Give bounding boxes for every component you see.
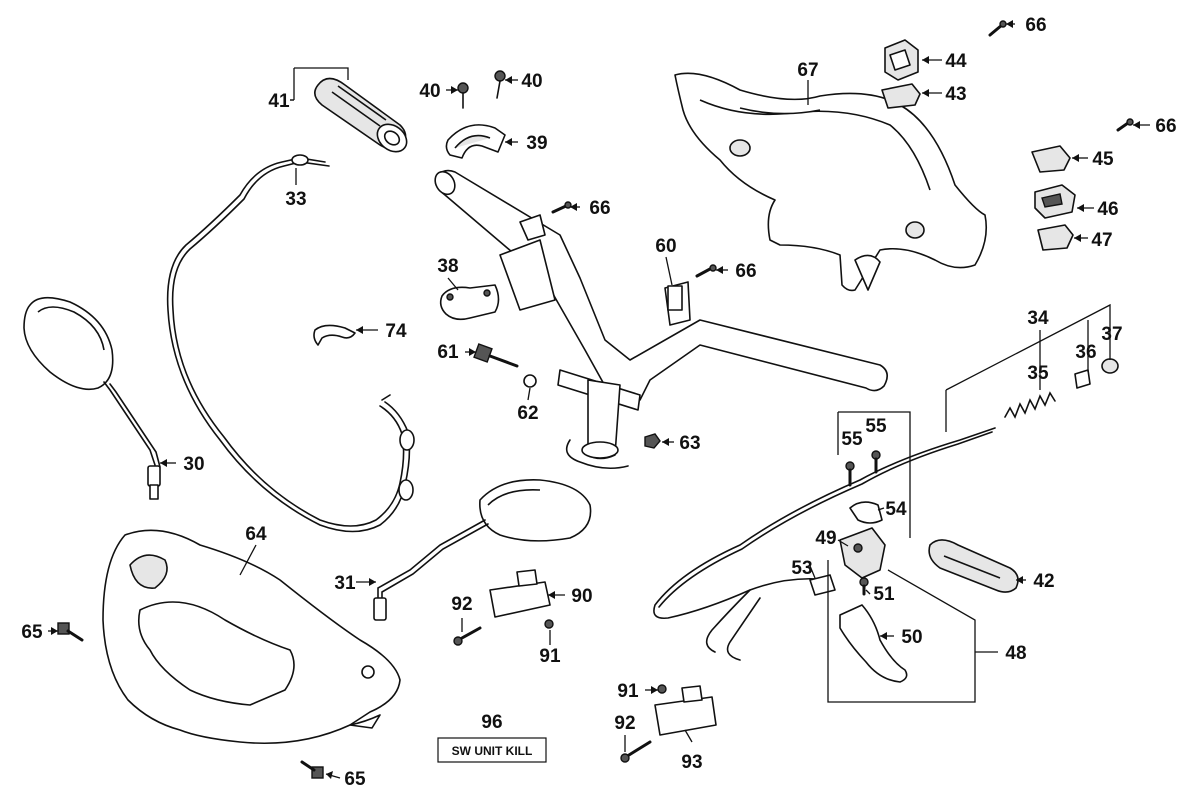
part-label: 93: [681, 752, 702, 773]
part-label: 67: [797, 60, 818, 81]
spring-35: [1004, 391, 1056, 419]
left-grip: [314, 77, 408, 153]
part-label: 74: [385, 321, 407, 342]
part-labels: 66 44 43 66 45 46 47 67 40 40 41 39 66 3…: [21, 15, 1176, 790]
ring-62: [523, 374, 537, 388]
switch-43: [881, 83, 921, 109]
arrowheads: [51, 20, 1140, 779]
part-label: 41: [268, 91, 290, 112]
bracket-60: [667, 285, 683, 311]
part-label: 39: [526, 133, 547, 154]
part-label: 60: [655, 236, 676, 257]
part-label: 33: [285, 189, 306, 210]
part-label: 91: [539, 646, 561, 667]
left-mirror: [23, 296, 161, 500]
part-label: 37: [1101, 324, 1122, 345]
screw-51: [859, 577, 869, 596]
part-label: 51: [873, 584, 895, 605]
clamp-39: [445, 124, 506, 159]
screw-40-b: [494, 70, 506, 99]
part-label: 43: [945, 84, 966, 105]
part-label: 44: [945, 51, 967, 72]
part-label: 64: [245, 524, 267, 545]
switch-46: [1034, 184, 1076, 219]
kit-box-label: SW UNIT KILL: [452, 744, 533, 758]
part-label: 46: [1097, 199, 1118, 220]
screw-40-a: [457, 82, 469, 109]
switch-44: [884, 39, 919, 81]
screw-66-a: [988, 20, 1007, 37]
cap-54: [849, 501, 883, 524]
part-label: 65: [344, 769, 366, 790]
part-label: 38: [437, 256, 458, 277]
adjuster-37: [1101, 358, 1119, 374]
screw-55-b: [871, 450, 881, 474]
relay-93: [654, 685, 717, 736]
front-handlebar-cover: [674, 72, 988, 292]
part-label: 48: [1005, 643, 1026, 664]
switch-45: [1031, 145, 1071, 173]
part-label: 55: [865, 416, 887, 437]
part-label: 90: [571, 586, 592, 607]
part-label: 65: [21, 622, 43, 643]
part-label: 62: [517, 403, 538, 424]
part-label: 34: [1027, 308, 1049, 329]
part-label: 40: [419, 81, 440, 102]
group-lines: [290, 67, 1111, 703]
bolt-61: [473, 343, 519, 368]
sleeve-36: [1074, 369, 1091, 389]
part-label: 92: [451, 594, 472, 615]
part-label: 35: [1027, 363, 1049, 384]
part-label: 49: [815, 528, 836, 549]
part-label: 66: [1155, 116, 1176, 137]
relay-90: [489, 569, 551, 618]
screw-66-d: [695, 264, 717, 278]
part-label: 96: [481, 712, 502, 733]
kit-box: SW UNIT KILL: [437, 737, 547, 763]
nut-91-a: [544, 619, 554, 629]
part-label: 40: [521, 71, 542, 92]
part-label: 36: [1075, 342, 1096, 363]
part-label: 50: [901, 627, 922, 648]
holder-38: [439, 284, 500, 321]
screw-55-a: [845, 461, 855, 487]
part-label: 45: [1092, 149, 1114, 170]
screw-66-b: [1116, 118, 1134, 132]
screw-92-b: [620, 740, 652, 763]
part-label: 66: [1025, 15, 1046, 36]
part-label: 55: [841, 429, 863, 450]
switch-47: [1037, 224, 1074, 251]
lever-holder-49: [839, 527, 886, 579]
part-label: 66: [589, 198, 610, 219]
part-label: 53: [791, 558, 812, 579]
switch-53: [809, 574, 836, 596]
brake-cable: [653, 427, 996, 661]
throttle-cable: [166, 154, 415, 533]
brake-lever-50: [839, 604, 908, 683]
nut-63: [644, 433, 661, 449]
part-label: 30: [183, 454, 204, 475]
nut-91-b: [657, 684, 667, 694]
right-mirror: [373, 479, 592, 621]
clip-74: [313, 324, 356, 346]
screw-66-c: [551, 201, 572, 214]
rear-handlebar-cover: [102, 529, 401, 745]
bolt-65-b: [300, 760, 324, 779]
part-label: 63: [679, 433, 700, 454]
part-label: 61: [437, 342, 459, 363]
right-grip-42: [928, 539, 1019, 593]
part-label: 92: [614, 713, 635, 734]
handlebar: [434, 169, 888, 470]
part-label: 31: [334, 573, 356, 594]
part-label: 66: [735, 261, 756, 282]
screw-92-a: [453, 626, 482, 646]
part-label: 47: [1091, 230, 1112, 251]
part-label: 91: [617, 681, 639, 702]
part-label: 54: [885, 499, 907, 520]
bolt-65-a: [57, 622, 84, 642]
part-label: 42: [1033, 571, 1054, 592]
